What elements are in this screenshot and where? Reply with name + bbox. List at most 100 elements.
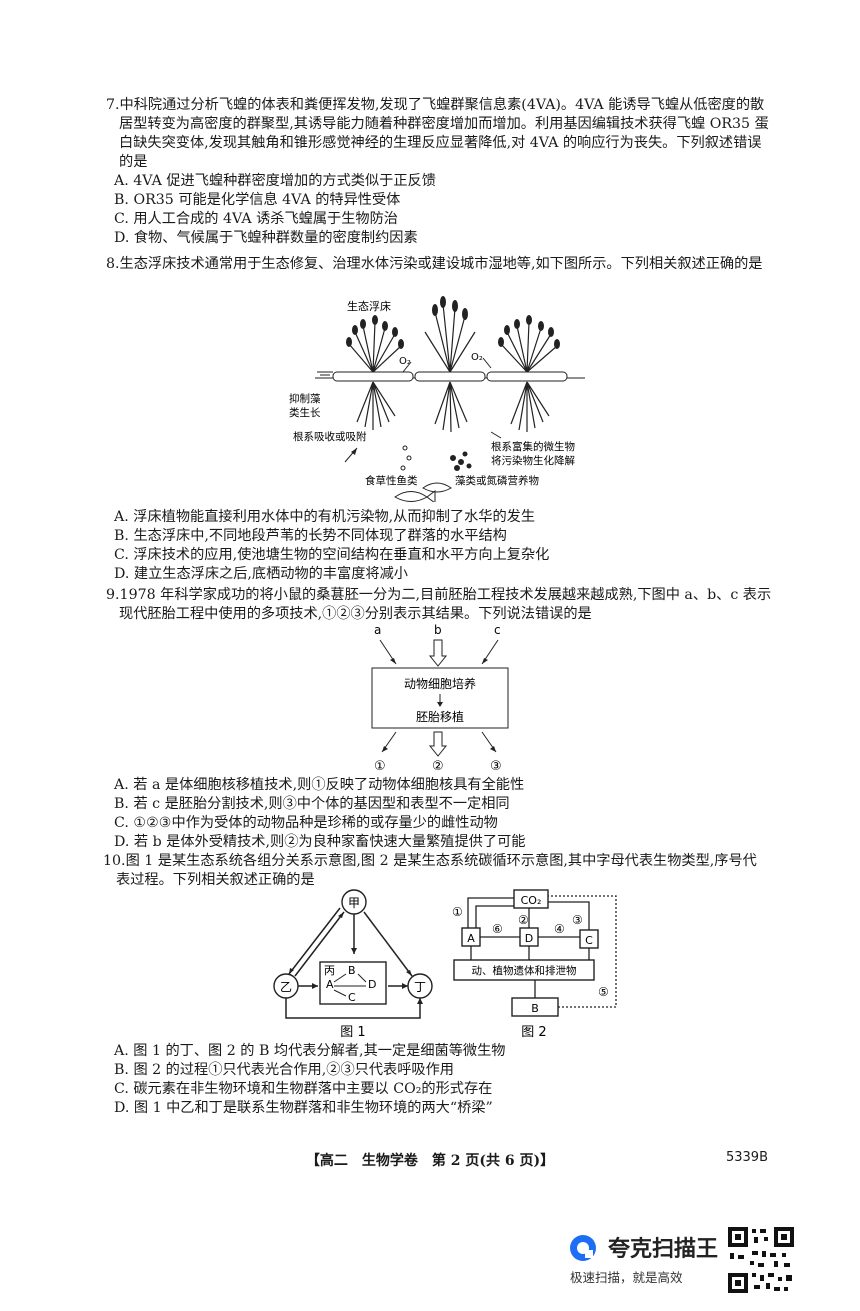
label-microbe-1: 根系富集的微生物 [491,440,575,453]
label-fish: 食草性鱼类 [365,474,418,487]
inner-arrows [333,973,367,997]
label-microbe-2: 将污染物生化降解 [491,454,575,467]
question-8-option-c: C. 浮床技术的应用,使池塘生物的空间结构在垂直和水平方向上复杂化 [114,547,550,563]
question-8-option-a: A. 浮床植物能直接利用水体中的有机污染物,从而抑制了水华的发生 [114,509,536,525]
o2-arrow [402,361,412,373]
scanner-brand: 夸克扫描王 [608,1237,719,1262]
node-yi-label: 乙 [280,980,292,994]
figure-1-ecosystem: 甲 乙 丁 丙 A B C D 图 1 [273,889,433,1040]
question-9-stem: 9.1978 年科学家成功的将小鼠的桑葚胚一分为二,目前胚胎工程技术发展越来越成… [106,587,772,622]
question-10-option-b: B. 图 2 的过程①只代表光合作用,②③只代表呼吸作用 [114,1062,454,1078]
question-10-stem: 10.图 1 是某生态系统各组分关系示意图,图 2 是某生态系统碳循环示意图,其… [103,853,757,888]
figure-2-arrows [467,897,590,998]
figure-1-caption: 图 1 [340,1025,365,1040]
scanner-slogan: 极速扫描，就是高效 [570,1270,683,1285]
arrow-out-3-head [490,746,496,752]
figure-2-caption: 图 2 [521,1025,546,1040]
footer-code: 5339B [725,1150,768,1165]
question-9-option-b: B. 若 c 是胚胎分割技术,则③中个体的基因型和表型不一定相同 [114,796,510,812]
ecological-float-figure: 生态浮床 [289,296,585,502]
input-b: b [434,623,442,637]
float-board [414,371,486,382]
arrow-b [428,639,448,667]
question-8: 8.生态浮床技术通常用于生态修复、治理水体污染或建设城市湿地等,如下图所示。下列… [106,255,774,274]
label-float: 生态浮床 [347,299,391,313]
arrow-c-head [482,658,488,664]
fig1-node-b: B [348,964,356,977]
question-10-options: A. 图 1 的丁、图 2 的 B 均代表分解者,其一定是细菌等微生物 B. 图… [106,1042,774,1118]
question-7-option-a: A. 4VA 促进飞蝗种群密度增加的方式类似于正反馈 [114,173,436,189]
question-7-option-b: B. OR35 可能是化学信息 4VA 的特异性受体 [114,192,401,208]
box-embryo-transfer: 胚胎移植 [416,709,464,724]
process-4: ④ [554,922,565,936]
fish-icon [394,482,452,502]
arrow-out-2 [428,731,448,757]
scanner-logo-icon [570,1235,596,1261]
arrow-out-1-head [382,746,388,752]
plant-middle [424,303,476,433]
box-bing [319,961,387,1005]
question-9-option-c: C. ①②③中作为受体的动物品种是珍稀的或存量少的雌性动物 [114,815,498,831]
fig2-box-d-label: D [525,932,533,945]
process-6: ⑥ [492,922,503,936]
output-3: ③ [490,759,502,774]
process-3: ③ [572,913,583,927]
output-1: ① [374,759,386,774]
input-a: a [374,623,381,637]
question-10-option-c: C. 碳元素在非生物环境和生物群落中主要以 CO₂的形式存在 [114,1081,493,1097]
embryo-engineering-figure: a b c 动物细胞培养 胚胎移植 ① ② ③ [371,623,509,774]
algae-dots [450,451,472,471]
question-8-option-d: D. 建立生态浮床之后,底栖动物的丰富度将减小 [114,566,408,582]
fig1-node-a: A [326,978,334,991]
fig1-node-d: D [368,978,376,991]
question-8-stem: 8.生态浮床技术通常用于生态修复、治理水体污染或建设城市湿地等,如下图所示。下列… [106,256,763,272]
box-co2-label: CO₂ [521,894,542,907]
input-c: c [494,623,501,637]
fig2-box-c-label: C [585,934,593,947]
plant-right [500,321,558,432]
process-1: ① [452,905,463,919]
plant-middle-flowers [432,296,468,320]
question-9-option-a: A. 若 a 是体细胞核移植技术,则①反映了动物体细胞核具有全能性 [114,777,525,793]
float-board [486,371,568,382]
box-co2 [513,889,549,909]
label-inhibit-2: 类生长 [289,406,321,419]
box-cell-culture: 动物细胞培养 [404,676,476,691]
inner-arrow-head [437,702,443,707]
figure-2-carbon-cycle: CO₂ A D C 动、植物遗体和排泄物 B ① ② ③ ④ ⑤ ⑥ 图 2 [452,889,617,1040]
box-bing-label: 丙 [324,964,335,977]
question-9-option-d: D. 若 b 是体外受精技术,则②为良种家畜快速大量繁殖提供了可能 [114,834,526,850]
node-ding-label: 丁 [414,980,426,994]
fig1-node-c: C [348,991,356,1004]
label-o2-a: O₂ [399,356,411,367]
fig2-box-a-label: A [467,932,475,945]
question-7-option-c: C. 用人工合成的 4VA 诱杀飞蝗属于生物防治 [114,211,398,227]
question-8-options: A. 浮床植物能直接利用水体中的有机污染物,从而抑制了水华的发生 B. 生态浮床… [106,508,774,584]
box-waste-label: 动、植物遗体和排泄物 [472,964,577,977]
plant-right-flowers [498,315,560,349]
absorb-arrow-head [351,448,357,455]
plant-left-flowers [346,315,404,349]
process-2: ② [518,913,529,927]
output-2: ② [432,759,444,774]
node-jia-label: 甲 [348,896,360,910]
question-9: 9.1978 年科学家成功的将小鼠的桑葚胚一分为二,目前胚胎工程技术发展越来越成… [106,586,774,624]
label-algae: 藻类或氮磷营养物 [455,474,539,487]
decomposer-dotted-arrow [548,895,617,1008]
box-waste [453,959,595,981]
process-5: ⑤ [598,985,609,999]
footer-label: 【高二 生物学卷 第 2 页(共 6 页)】 [305,1153,555,1169]
question-8-option-b: B. 生态浮床中,不同地段芦苇的长势不同体现了群落的水平结构 [114,528,507,544]
question-7-option-d: D. 食物、气候属于飞蝗种群数量的密度制约因素 [114,230,418,246]
question-9-options: A. 若 a 是体细胞核移植技术,则①反映了动物体细胞核具有全能性 B. 若 c… [106,776,774,852]
question-10-option-d: D. 图 1 中乙和丁是联系生物群落和非生物环境的两大“桥梁” [114,1100,493,1116]
o2-arrow [482,357,492,369]
microbe-arrow [490,431,502,439]
label-inhibit-1: 抑制藻 [289,392,321,405]
qr-code-icon [726,1225,796,1295]
question-10-option-a: A. 图 1 的丁、图 2 的 B 均代表分解者,其一定是细菌等微生物 [114,1043,506,1059]
float-board [332,371,414,382]
question-7-stem: 7.中科院通过分析飞蝗的体表和粪便挥发物,发现了飞蝗群聚信息素(4VA)。4VA… [106,97,769,170]
fig2-box-b-label: B [531,1002,539,1015]
